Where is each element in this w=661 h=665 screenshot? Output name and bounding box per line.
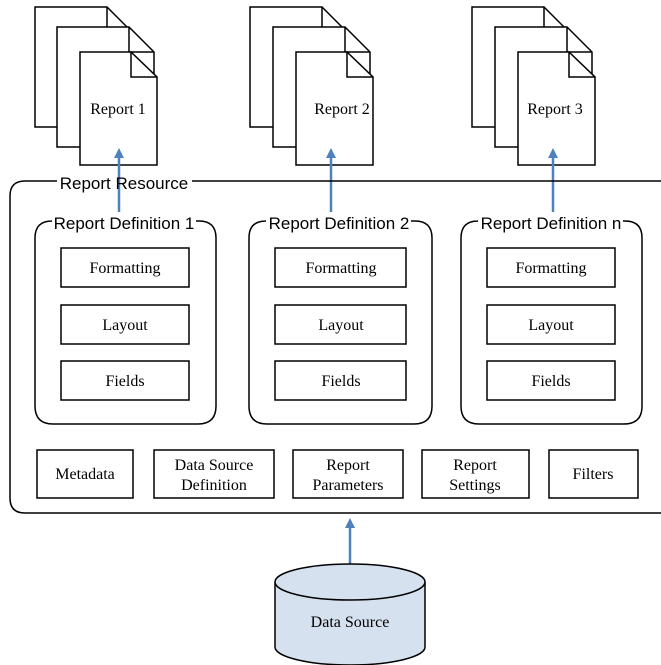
definition-n-fields-label: Fields <box>531 373 570 390</box>
metadata-label: Metadata <box>55 466 115 483</box>
report-resource-label: Report Resource <box>60 174 189 193</box>
definition-2-layout-label: Layout <box>318 317 364 334</box>
definition-1-formatting-label: Formatting <box>89 260 160 277</box>
report-definition-2-frame <box>248 220 433 425</box>
report-definition-2: Report Definition 2 Formatting Layout Fi… <box>248 214 433 425</box>
report-definition-n: Report Definition n Formatting Layout Fi… <box>460 214 643 425</box>
definition-n-formatting-box <box>486 247 616 288</box>
data-source-definition-box <box>153 449 275 499</box>
metadata-box <box>36 449 134 499</box>
report-parameters-line-1: Report <box>326 457 370 474</box>
report-definition-1-frame <box>34 220 217 425</box>
definition-n-layout-label: Layout <box>528 317 574 334</box>
report-3-label: Report 3 <box>527 101 583 118</box>
definition-1-fields-label: Fields <box>105 373 144 390</box>
definition-2-formatting-box <box>274 247 407 288</box>
report-parameters-line-2: Parameters <box>312 477 383 494</box>
definition-n-formatting-label: Formatting <box>515 260 586 277</box>
definition-2-formatting-label: Formatting <box>305 260 376 277</box>
data-source-definition-line-2: Definition <box>181 477 247 494</box>
definition-2-fields-label: Fields <box>321 373 360 390</box>
report-definition-1-label: Report Definition 1 <box>54 214 195 233</box>
report-1-label: Report 1 <box>90 101 146 118</box>
filters-box <box>548 449 639 499</box>
filters-label: Filters <box>573 466 614 483</box>
definition-1-layout-box <box>60 304 190 345</box>
definition-1-layout-label: Layout <box>102 317 148 334</box>
report-2-label: Report 2 <box>314 101 370 118</box>
definition-2-layout-box <box>274 304 407 345</box>
definition-n-fields-box <box>486 360 616 401</box>
definition-1-formatting-box <box>60 247 190 288</box>
definition-1-fields-box <box>60 360 190 401</box>
report-definition-2-label: Report Definition 2 <box>269 214 410 233</box>
report-resource-container <box>9 180 661 514</box>
report-stack-1: Report 1 <box>34 6 158 166</box>
report-parameters-box <box>292 449 404 499</box>
report-definition-1: Report Definition 1 Formatting Layout Fi… <box>34 214 217 425</box>
report-settings-box <box>421 449 530 499</box>
data-source-label: Data Source <box>311 614 390 631</box>
report-definition-n-frame <box>460 220 643 425</box>
report-settings-line-2: Settings <box>449 477 501 494</box>
report-settings-line-1: Report <box>453 457 497 474</box>
data-source-cylinder: Data Source <box>274 563 426 665</box>
report-definition-n-label: Report Definition n <box>481 214 622 233</box>
definition-2-fields-box <box>274 360 407 401</box>
definition-n-layout-box <box>486 304 616 345</box>
report-stack-3: Report 3 <box>471 6 596 166</box>
data-source-definition-line-1: Data Source <box>175 457 254 474</box>
report-stack-2: Report 2 <box>249 6 374 166</box>
